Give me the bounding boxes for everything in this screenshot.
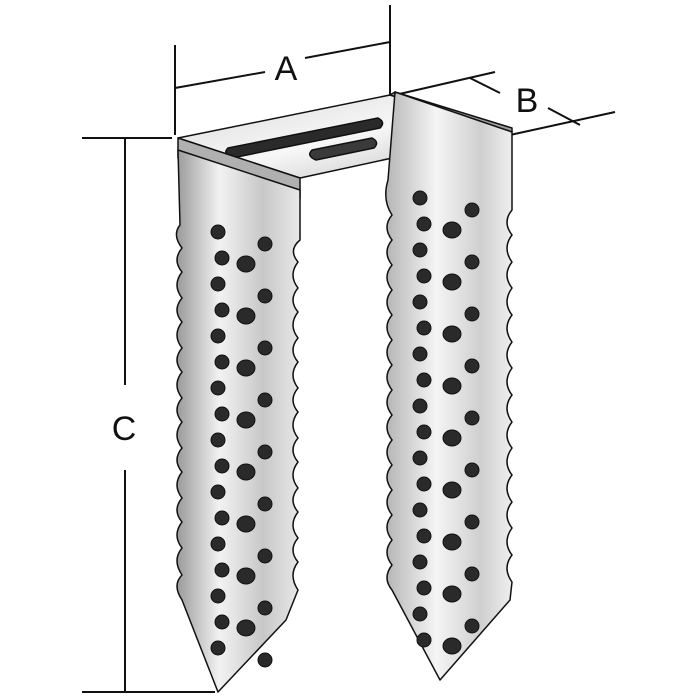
left-leg-hole [257,288,273,304]
right-leg-hole [442,429,462,447]
right-leg-hole [416,216,432,232]
left-leg-hole [210,432,226,448]
right-leg-hole [416,528,432,544]
right-leg-hole [464,462,480,478]
left-leg-hole [214,614,230,630]
left-leg-hole [236,255,256,273]
right-leg-hole [464,410,480,426]
left-leg-hole [257,548,273,564]
left-leg-hole [257,392,273,408]
dimension-a: A [174,5,391,135]
right-leg-hole [464,514,480,530]
right-leg-hole [442,325,462,343]
left-leg-hole [214,510,230,526]
right-leg-hole [412,450,428,466]
left-leg-hole [210,588,226,604]
right-leg-hole [442,637,462,655]
right-leg-hole [416,580,432,596]
left-leg-hole [210,328,226,344]
left-leg-hole [236,619,256,637]
right-leg-hole [464,618,480,634]
right-leg-hole [416,372,432,388]
left-leg-hole [214,250,230,266]
right-leg-hole [412,190,428,206]
dimension-c-label: C [112,410,137,448]
left-leg-hole [210,484,226,500]
right-leg-hole [464,254,480,270]
left-leg-hole [210,536,226,552]
right-leg-hole [442,221,462,239]
left-leg-hole [236,359,256,377]
dimension-b-label: B [516,82,539,120]
dimension-a-line-right [304,41,391,59]
left-leg-hole [236,567,256,585]
right-leg-hole [442,585,462,603]
right-leg-hole [464,358,480,374]
left-leg-hole [236,411,256,429]
left-leg-hole [257,496,273,512]
dimension-b-extension-top [394,71,496,96]
dimension-a-line-left [174,71,266,89]
right-leg-hole [464,202,480,218]
left-leg-hole [257,444,273,460]
left-leg-hole [214,302,230,318]
right-leg-hole [412,502,428,518]
right-leg-hole [412,294,428,310]
right-leg-hole [464,306,480,322]
right-leg-hole [442,273,462,291]
right-leg-hole [464,566,480,582]
right-leg-hole [412,398,428,414]
left-leg-hole [236,307,256,325]
left-leg-hole [214,458,230,474]
left-leg-hole [214,406,230,422]
right-leg-hole [412,346,428,362]
right-leg-hole [442,533,462,551]
bracket [175,91,513,693]
dimension-b-extension-bottom [509,111,616,136]
left-leg-hole [257,600,273,616]
left-leg-hole [214,562,230,578]
right-leg-hole [416,476,432,492]
left-leg-hole [257,236,273,252]
right-leg-hole [412,242,428,258]
dimension-a-label: A [275,50,298,88]
left-leg-holes [210,224,273,668]
left-leg-hole [210,640,226,656]
dimension-b: B [394,71,616,136]
dimension-b-line-bottom [547,107,581,126]
left-leg-hole [236,515,256,533]
right-leg-hole [416,320,432,336]
right-leg-holes [412,190,480,655]
bracket-slot [225,117,384,159]
left-leg-hole [257,652,273,668]
right-leg-hole [412,554,428,570]
left-leg-hole [257,340,273,356]
left-leg-hole [210,380,226,396]
right-leg-hole [416,424,432,440]
right-leg-hole [412,606,428,622]
dimension-c: C [82,137,215,693]
right-leg-hole [416,268,432,284]
right-leg-hole [416,632,432,648]
right-leg-hole [442,481,462,499]
left-leg-hole [214,354,230,370]
left-leg-hole [210,276,226,292]
bracket-slot-2 [309,137,378,161]
left-leg-hole [210,224,226,240]
right-leg-hole [442,377,462,395]
dimension-b-line-top [469,77,501,94]
left-leg-hole [236,463,256,481]
